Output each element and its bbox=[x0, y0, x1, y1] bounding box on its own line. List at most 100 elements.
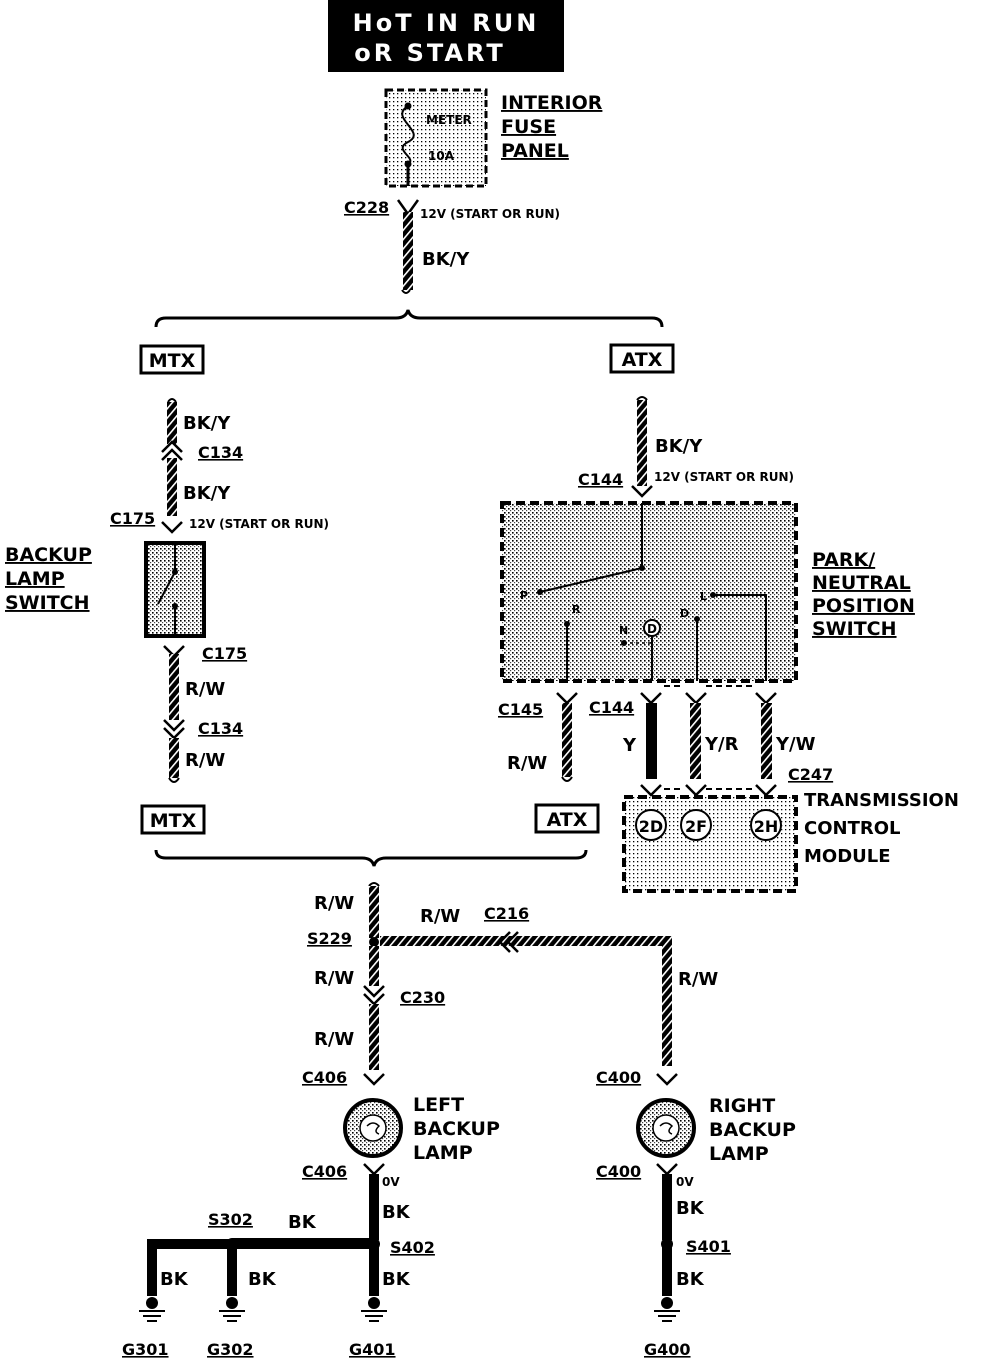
connector-c145 bbox=[556, 692, 578, 705]
mtx-bottom-box bbox=[140, 804, 206, 835]
label-left-lamp-label-lines-1: BACKUP bbox=[413, 1118, 500, 1140]
ground-g401 bbox=[361, 1297, 387, 1322]
tcm-label: TRANSMISSION CONTROL MODULE bbox=[804, 790, 959, 867]
label-right-bk: BK bbox=[676, 1198, 705, 1219]
mtx-top-label: MTX bbox=[149, 350, 196, 372]
label-c144-top: C144 bbox=[578, 470, 623, 489]
label-pn-switch-label-lines-1: NEUTRAL bbox=[812, 572, 911, 594]
park-neutral-switch-label: PARK/ NEUTRAL POSITION SWITCH bbox=[812, 549, 915, 640]
label-pn-switch-positions-n: N bbox=[619, 624, 628, 637]
label-12v-mtx: 12V (START OR RUN) bbox=[189, 517, 329, 531]
wire-y bbox=[646, 703, 657, 779]
splice-s229 bbox=[369, 937, 379, 947]
backup-lamp-switch bbox=[144, 541, 206, 638]
label-c144-bottom: C144 bbox=[589, 698, 634, 717]
label-mtx-bk-y-2: BK/Y bbox=[183, 483, 231, 504]
label-mtx-r-w-1: R/W bbox=[185, 679, 225, 700]
label-wire-bk-y-main: BK/Y bbox=[422, 249, 470, 270]
connector-c230 bbox=[363, 985, 385, 1006]
label-fuse-label-lines-1: FUSE bbox=[501, 116, 556, 138]
label-lower-r-w-bottom: R/W bbox=[314, 1029, 354, 1050]
wire-mtx-r-w-1 bbox=[169, 654, 179, 720]
tcm-pin-2f: 2F bbox=[685, 817, 707, 836]
label-mtx-bk-y-1: BK/Y bbox=[183, 413, 231, 434]
label-c134-top: C134 bbox=[198, 443, 243, 462]
park-neutral-position-switch: P R N D D L bbox=[500, 501, 798, 683]
label-pn-switch-label-lines-0: PARK/ bbox=[812, 549, 875, 571]
label-g301-wire: BK bbox=[160, 1269, 189, 1290]
label-g400: G400 bbox=[644, 1340, 691, 1359]
transmission-control-module: 2D 2F 2H bbox=[622, 795, 798, 893]
label-c134-bottom: C134 bbox=[198, 719, 243, 738]
label-c400-bottom: C400 bbox=[596, 1162, 641, 1181]
label-c228: C228 bbox=[344, 198, 389, 217]
label-g302-wire: BK bbox=[248, 1269, 277, 1290]
connector-c228 bbox=[396, 199, 420, 217]
label-left-lamp-label-lines-0: LEFT bbox=[413, 1094, 464, 1116]
label-s302: S302 bbox=[208, 1210, 253, 1229]
label-backup-switch-label-lines-0: BACKUP bbox=[5, 544, 92, 566]
label-pn-switch-label-lines-2: POSITION bbox=[812, 595, 915, 617]
wire-mtx-bk-y-2 bbox=[167, 458, 177, 516]
label-c175-top: C175 bbox=[110, 509, 155, 528]
connector-c216 bbox=[498, 931, 519, 953]
label-pn-switch-positions-d: D bbox=[680, 607, 689, 620]
label-fuse-label-lines-0: INTERIOR bbox=[501, 92, 603, 114]
label-tcm-label-lines-0: TRANSMISSION bbox=[804, 790, 959, 811]
label-lower-r-w-mid: R/W bbox=[314, 968, 354, 989]
connector-c400-bottom bbox=[656, 1163, 678, 1176]
label-right-r-w: R/W bbox=[678, 969, 718, 990]
wire-lower-r-w-top bbox=[369, 886, 379, 938]
label-mtx-r-w-2: R/W bbox=[185, 750, 225, 771]
label-left-0v: 0V bbox=[382, 1175, 400, 1189]
atx-bottom-box bbox=[534, 803, 600, 834]
label-lower-r-w-top: R/W bbox=[314, 893, 354, 914]
label-s402: S402 bbox=[390, 1238, 435, 1257]
label-c406-bottom: C406 bbox=[302, 1162, 347, 1181]
label-c216-wire: R/W bbox=[420, 906, 460, 927]
bottom-brace bbox=[154, 849, 588, 867]
label-right-lamp-label-lines-2: LAMP bbox=[709, 1143, 769, 1165]
ground-g301 bbox=[139, 1297, 165, 1322]
label-pn-switch-positions-p: P bbox=[520, 589, 528, 602]
right-backup-lamp-label: RIGHT BACKUP LAMP bbox=[709, 1095, 796, 1165]
atx-top-label: ATX bbox=[622, 349, 663, 371]
connector-c144-top bbox=[631, 485, 653, 498]
label-c400-top: C400 bbox=[596, 1068, 641, 1087]
atx-bottom-label: ATX bbox=[547, 809, 588, 831]
connector-c175-top bbox=[161, 521, 183, 534]
label-g302: G302 bbox=[207, 1340, 254, 1359]
wire-atx-r-w bbox=[562, 703, 572, 777]
left-backup-lamp-label: LEFT BACKUP LAMP bbox=[413, 1094, 500, 1164]
label-g301: G301 bbox=[122, 1340, 169, 1359]
label-bk-horizontal: BK bbox=[288, 1212, 317, 1233]
label-s229: S229 bbox=[307, 929, 352, 948]
wire-right-bk bbox=[662, 1174, 672, 1240]
connector-c406-top bbox=[363, 1073, 385, 1086]
label-wire-y-r: Y/R bbox=[704, 734, 739, 755]
connector-c144-bottom bbox=[640, 692, 777, 705]
connector-c134-bottom bbox=[163, 719, 185, 740]
label-left-bk: BK bbox=[382, 1202, 411, 1223]
fuse-rating: 10A bbox=[428, 149, 455, 163]
label-header-line2: oR START bbox=[354, 39, 505, 67]
label-c145: C145 bbox=[498, 700, 543, 719]
label-tcm-label-lines-2: MODULE bbox=[804, 846, 891, 867]
left-backup-lamp bbox=[343, 1098, 403, 1158]
wire-mtx-bk-y-1 bbox=[167, 402, 177, 444]
label-pn-switch-label-lines-3: SWITCH bbox=[812, 618, 897, 640]
wire-left-bk bbox=[369, 1174, 379, 1240]
label-right-lamp-label-lines-1: BACKUP bbox=[709, 1119, 796, 1141]
hot-in-run-header: HoT IN RUN oR START bbox=[328, 0, 564, 72]
label-right-0v: 0V bbox=[676, 1175, 694, 1189]
label-atx-r-w: R/W bbox=[507, 753, 547, 774]
label-g401-wire: BK bbox=[382, 1269, 411, 1290]
fuse-name: METER bbox=[426, 113, 472, 127]
label-c216: C216 bbox=[484, 904, 529, 923]
wire-y-w bbox=[761, 703, 772, 779]
wire-g401 bbox=[369, 1244, 379, 1296]
wire-g302 bbox=[227, 1244, 237, 1296]
label-c247: C247 bbox=[788, 765, 833, 784]
label-c406-top: C406 bbox=[302, 1068, 347, 1087]
wire-atx-bk-y bbox=[637, 400, 647, 486]
